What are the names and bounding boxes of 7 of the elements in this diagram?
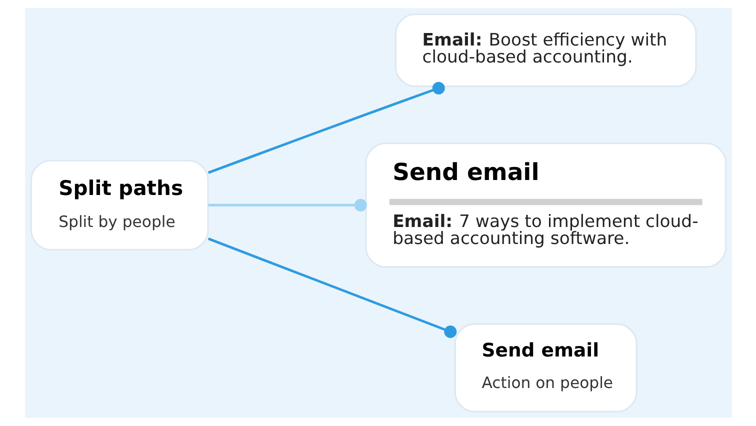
node-box: Send email Email: 7 ways to implement cloud-based accounting software. <box>364 142 726 268</box>
connector <box>207 82 444 174</box>
connector <box>207 238 456 338</box>
node-box: Send email Action on people <box>454 323 637 412</box>
node-box: Email: Boost efficiency with cloud-based accounting. <box>394 14 696 88</box>
node-box: Split paths Split by people <box>30 160 208 251</box>
connector <box>208 198 366 212</box>
